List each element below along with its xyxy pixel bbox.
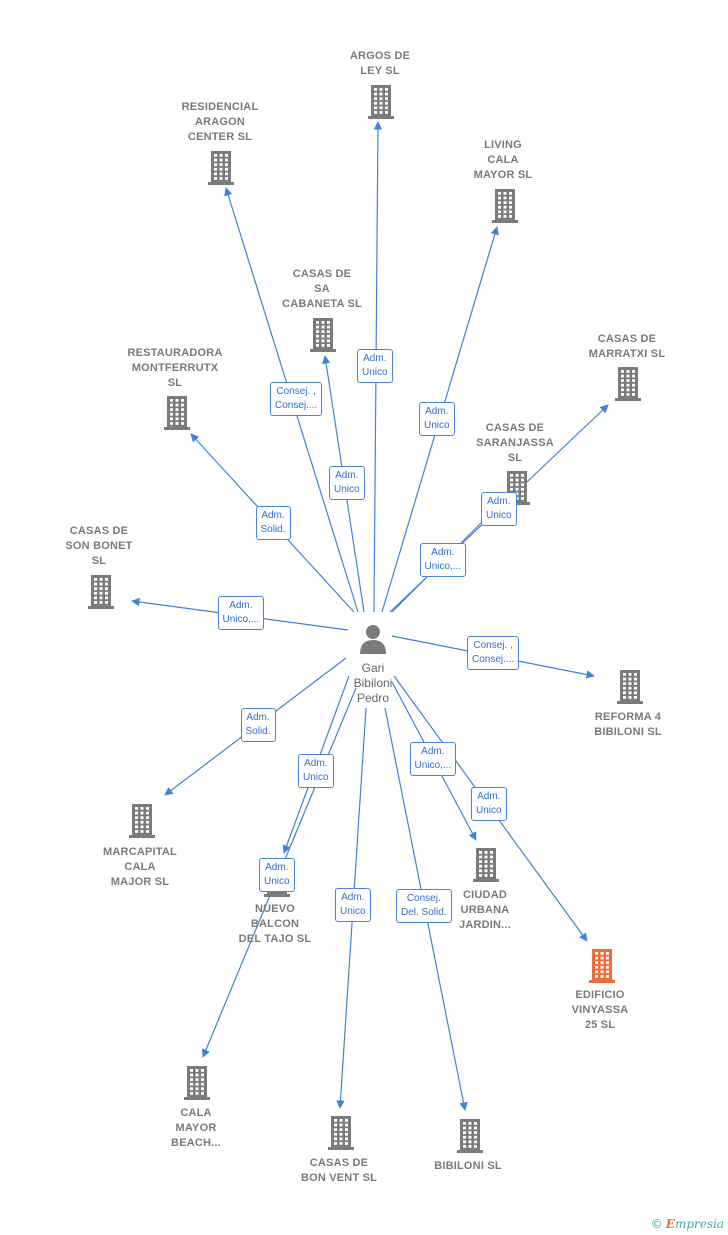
edge-label-living[interactable]: Adm. Unico: [419, 402, 455, 436]
building-icon-bonVent[interactable]: [328, 1116, 354, 1150]
edge-label-bonVent[interactable]: Adm. Unico: [335, 888, 371, 922]
node-label-living[interactable]: LIVING CALA MAYOR SL: [473, 139, 533, 181]
building-icon-living[interactable]: [492, 189, 518, 223]
node-label-ciudadUrbana[interactable]: CIUDAD URBANA JARDIN...: [459, 889, 511, 931]
edge-label-argos[interactable]: Adm. Unico: [357, 349, 393, 383]
node-label-calaMayorBeach[interactable]: CALA MAYOR BEACH...: [171, 1107, 221, 1149]
building-icon-argos[interactable]: [368, 85, 394, 119]
node-label-restauradora[interactable]: RESTAURADORA MONTFERRUTX SL: [127, 347, 223, 389]
edge-label-restauradora[interactable]: Adm. Solid.: [255, 506, 291, 540]
building-icon-vinyassa[interactable]: [589, 949, 615, 983]
building-icon-sonBonet[interactable]: [88, 575, 114, 609]
node-label-vinyassa[interactable]: EDIFICIO VINYASSA 25 SL: [571, 989, 629, 1031]
node-label-sonBonet[interactable]: CASAS DE SON BONET SL: [65, 525, 133, 567]
node-label-bibiloni[interactable]: BIBILONI SL: [434, 1160, 502, 1172]
building-icon-calaMayorBeach[interactable]: [184, 1066, 210, 1100]
node-label-saCabaneta[interactable]: CASAS DE SA CABANETA SL: [282, 268, 362, 310]
edge-label-ciudadUrbana[interactable]: Adm. Unico,...: [409, 742, 457, 776]
edge-label-marratxi[interactable]: Adm. Unico,...: [419, 543, 467, 577]
edge-label-saCabaneta[interactable]: Adm. Unico: [329, 466, 365, 500]
node-label-marcapital[interactable]: MARCAPITAL CALA MAJOR SL: [103, 846, 177, 888]
brand-initial: E: [665, 1217, 675, 1231]
edge-label-bibiloni[interactable]: Consej. Del. Solid.: [396, 889, 452, 923]
building-icon-marratxi[interactable]: [615, 367, 641, 401]
copyright-icon: ©: [650, 1217, 663, 1231]
edge-label-nuevoBalcon[interactable]: Adm. Unico: [298, 754, 334, 788]
edge-label-sonBonet[interactable]: Adm. Unico,...: [217, 596, 265, 630]
node-label-saranjassa[interactable]: CASAS DE SARANJASSA SL: [476, 422, 554, 464]
edge-label-residencial[interactable]: Consej. , Consej....: [270, 382, 323, 416]
building-icon-reforma[interactable]: [617, 670, 643, 704]
nodes-layer: [88, 85, 643, 1153]
node-label-marratxi[interactable]: CASAS DE MARRATXI SL: [588, 333, 666, 360]
node-label-residencial[interactable]: RESIDENCIAL ARAGON CENTER SL: [181, 101, 259, 143]
node-label-bonVent[interactable]: CASAS DE BON VENT SL: [300, 1157, 378, 1184]
edge-label-marcapital[interactable]: Adm. Solid.: [240, 708, 276, 742]
node-label-nuevoBalcon[interactable]: NUEVO BALCON DEL TAJO SL: [238, 903, 312, 945]
building-icon-ciudadUrbana[interactable]: [473, 848, 499, 882]
node-label-argos[interactable]: ARGOS DE LEY SL: [349, 50, 411, 77]
building-icon-bibiloni[interactable]: [457, 1119, 483, 1153]
building-icon-marcapital[interactable]: [129, 804, 155, 838]
building-icon-restauradora[interactable]: [164, 396, 190, 430]
edge-label-calaMayorBeach[interactable]: Adm. Unico: [259, 858, 295, 892]
building-icon-residencial[interactable]: [208, 151, 234, 185]
person-name[interactable]: Gari Bibiloni Pedro: [353, 661, 393, 705]
edge-label-reforma[interactable]: Consej. , Consej....: [467, 636, 520, 670]
brand-name: mpresia: [674, 1217, 724, 1231]
building-icon-saCabaneta[interactable]: [310, 318, 336, 352]
person-icon[interactable]: [360, 625, 386, 654]
node-label-reforma[interactable]: REFORMA 4 BIBILONI SL: [594, 711, 662, 738]
brand-logo[interactable]: ©Empresia: [651, 1217, 724, 1231]
edge-label-saranjassa[interactable]: Adm. Unico: [481, 492, 517, 526]
edge-label-vinyassa[interactable]: Adm. Unico: [471, 787, 507, 821]
